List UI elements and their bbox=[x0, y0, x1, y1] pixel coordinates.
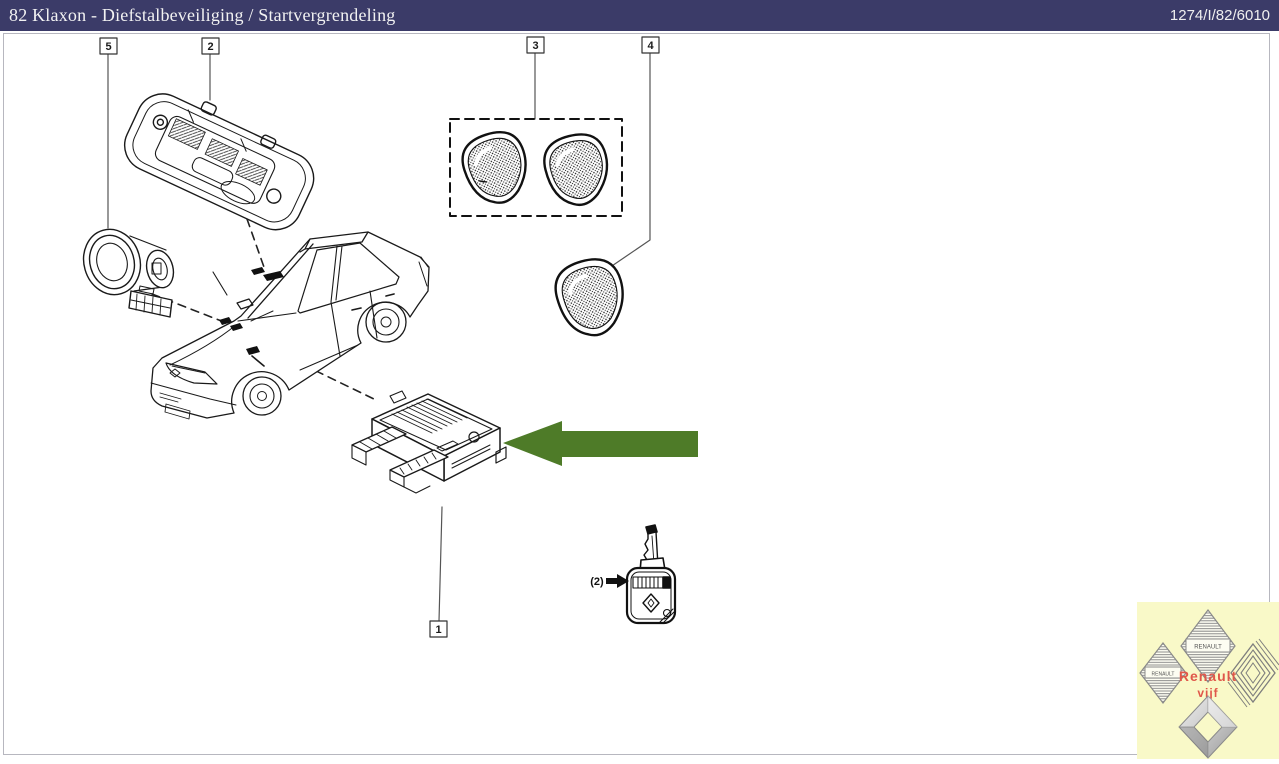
part-2-overhead-console bbox=[124, 93, 315, 231]
callout-1[interactable]: 1 bbox=[429, 620, 448, 638]
svg-text:3: 3 bbox=[532, 40, 538, 52]
page-title: 82 Klaxon - Diefstalbeveiliging / Startv… bbox=[9, 5, 396, 25]
keyfob-shell-right bbox=[543, 133, 609, 207]
brand-wordmark-line2: vijf bbox=[1197, 686, 1218, 700]
svg-text:RENAULT: RENAULT bbox=[1152, 672, 1175, 678]
modern-renault-diamond bbox=[1178, 695, 1238, 759]
callout-leader-lines bbox=[107, 52, 651, 622]
svg-text:4: 4 bbox=[647, 40, 654, 52]
callout-4[interactable]: 4 bbox=[641, 36, 660, 54]
key-pointer-arrow bbox=[606, 574, 629, 588]
vehicle-drawing bbox=[150, 231, 430, 420]
keyfob-shell-left bbox=[461, 131, 527, 204]
svg-text:2: 2 bbox=[207, 41, 213, 53]
key-quantity-note: (2) bbox=[590, 576, 604, 588]
svg-text:5: 5 bbox=[105, 41, 111, 53]
svg-text:RENAULT: RENAULT bbox=[1194, 645, 1222, 651]
brand-logo-panel: RENAULT RENAULT Renault vijf bbox=[1137, 602, 1279, 759]
title-bar: 82 Klaxon - Diefstalbeveiliging / Startv… bbox=[0, 0, 1279, 31]
callout-3[interactable]: 3 bbox=[526, 36, 545, 54]
vintage-renault-badge-left: RENAULT bbox=[1139, 642, 1187, 704]
callout-2[interactable]: 2 bbox=[201, 37, 220, 55]
component-location-marks bbox=[219, 267, 284, 355]
part-5-transponder-ring bbox=[82, 228, 175, 318]
vintage-renault-badge-top: RENAULT bbox=[1180, 609, 1236, 683]
key-with-remote: (2) bbox=[590, 524, 677, 625]
brand-wordmark-line1: Renault bbox=[1179, 668, 1237, 684]
dashed-group-box bbox=[449, 118, 623, 217]
svg-text:1: 1 bbox=[435, 624, 441, 636]
striped-lozenge-badge bbox=[1227, 638, 1279, 708]
document-reference: 1274/I/82/6010 bbox=[1169, 7, 1270, 24]
part-1-immobilizer-ecu bbox=[351, 390, 507, 494]
part-4-keyfob bbox=[554, 258, 624, 337]
part-3-keyfob-pair bbox=[449, 118, 623, 217]
selected-part-arrow bbox=[503, 421, 698, 466]
callout-5[interactable]: 5 bbox=[99, 37, 118, 55]
